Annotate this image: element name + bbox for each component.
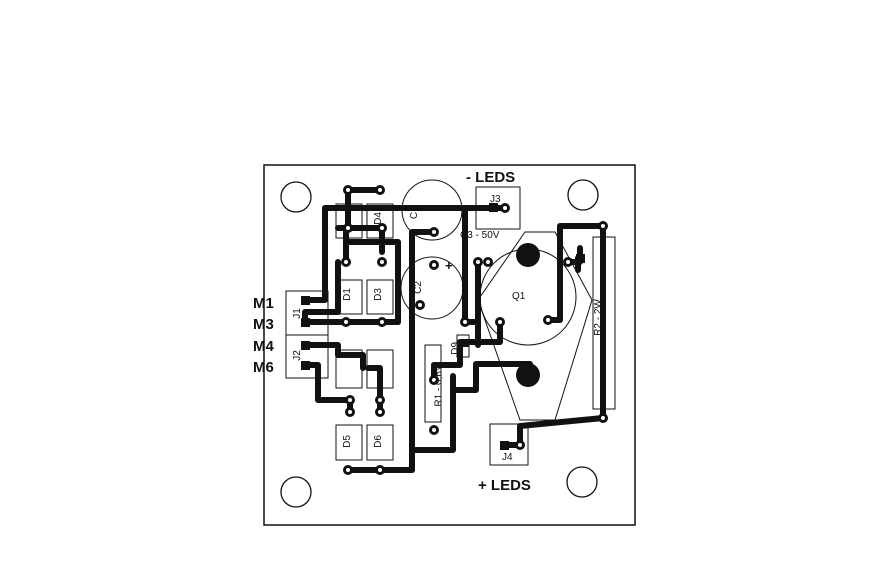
d9-label: D9 bbox=[449, 342, 461, 355]
j4-label: J4 bbox=[502, 452, 513, 463]
j3-label: J3 bbox=[490, 194, 501, 205]
d3-label: D3 bbox=[372, 288, 384, 301]
c-label: C bbox=[409, 211, 421, 220]
motor-pin-label: M1 bbox=[253, 295, 274, 312]
r1-label: R1 - 0,6V bbox=[433, 364, 445, 407]
d6-label: D6 bbox=[372, 435, 384, 448]
leds-plus-label: + LEDS bbox=[478, 477, 531, 494]
solder-pads bbox=[301, 185, 608, 475]
copper-traces bbox=[302, 187, 606, 473]
q1-label: Q1 bbox=[512, 291, 526, 302]
c2-label: C2 bbox=[412, 281, 424, 294]
polarity-plus: + bbox=[445, 258, 453, 273]
d4-label: D4 bbox=[372, 212, 384, 225]
mounting-holes bbox=[280, 179, 599, 508]
j2-label: J2 bbox=[291, 350, 303, 361]
r2-label: R2 - 2W bbox=[592, 299, 604, 336]
d5-label: D5 bbox=[341, 435, 353, 448]
motor-pin-label: M3 bbox=[253, 316, 274, 333]
leds-minus-label: - LEDS bbox=[466, 169, 516, 186]
motor-pin-label: M4 bbox=[253, 338, 274, 355]
d1-label: D1 bbox=[341, 288, 353, 301]
j1-label: J1 bbox=[291, 308, 303, 319]
c3-label: C3 - 50V bbox=[460, 230, 500, 241]
board-outline bbox=[263, 164, 636, 526]
motor-pin-label: M6 bbox=[253, 359, 274, 376]
